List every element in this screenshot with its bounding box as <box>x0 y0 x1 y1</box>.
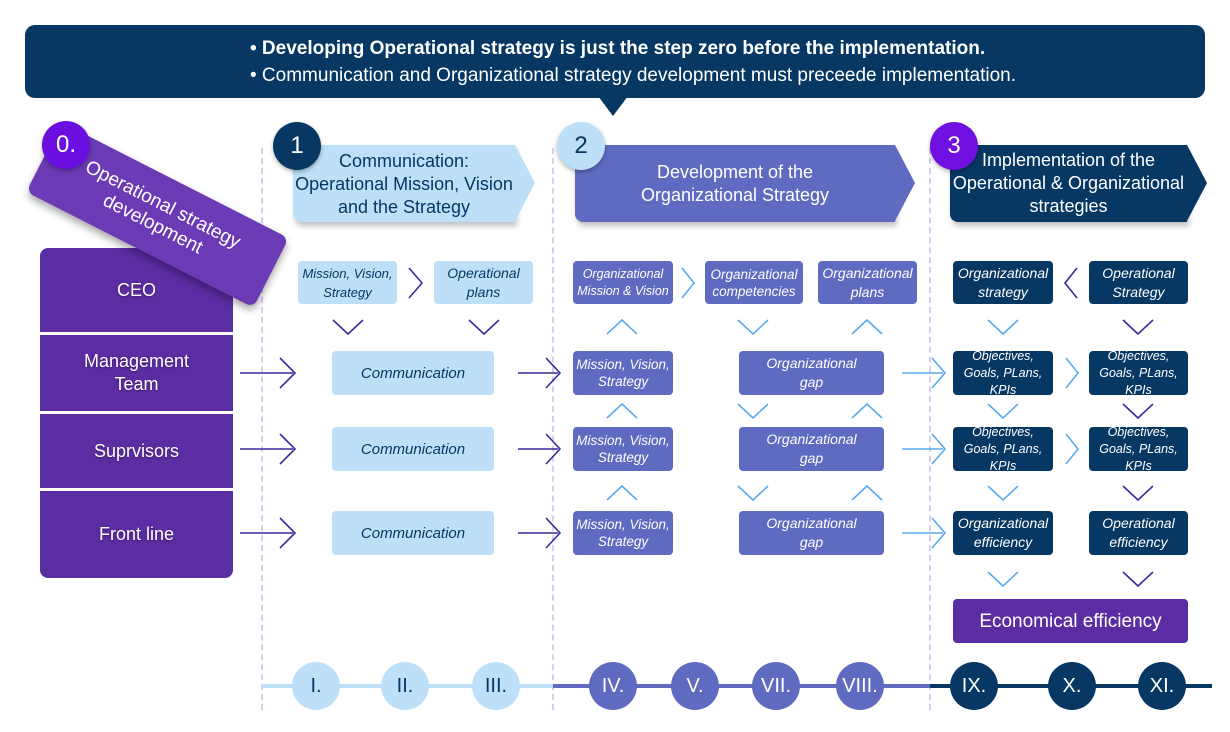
chevron-left-icon <box>1063 267 1078 299</box>
chevron-down-icon <box>332 319 364 336</box>
stage-3-header: Implementation of the Operational & Orga… <box>950 145 1207 222</box>
key-message-banner: • Developing Operational strategy is jus… <box>25 25 1205 98</box>
s2-mvs-management: Mission, Vision, Strategy <box>573 351 673 395</box>
timeline-step-2: II. <box>381 662 429 710</box>
timeline-step-5: V. <box>671 662 719 710</box>
s2-org-mission-vision: Organizational Mission & Vision <box>573 261 673 304</box>
stage-2-header: Development of the Organizational Strate… <box>575 145 915 222</box>
s2-org-competencies: Organizational competencies <box>705 261 803 304</box>
arrow-right-icon <box>518 357 562 389</box>
s2-gap-management: Organizational gap <box>739 351 884 395</box>
chevron-up-icon <box>851 484 883 501</box>
s2-gap-supervisors: Organizational gap <box>739 427 884 471</box>
chevron-up-icon <box>851 402 883 419</box>
s1-communication-front-line: Communication <box>332 511 494 555</box>
s3-op-objectives-management: Objectives, Goals, PLans, KPIs <box>1089 349 1188 397</box>
s3-op-efficiency: Operational efficiency <box>1089 511 1188 555</box>
stage-separator <box>261 148 263 710</box>
chevron-right-icon <box>681 267 696 299</box>
chevron-right-icon <box>1065 357 1080 389</box>
chevron-down-icon <box>737 319 769 336</box>
chevron-right-icon <box>408 267 424 299</box>
banner-pointer <box>598 96 628 116</box>
s3-op-objectives-supervisors: Objectives, Goals, PLans, KPIs <box>1089 425 1188 473</box>
chevron-down-icon <box>987 319 1019 336</box>
timeline-step-3: III. <box>472 662 520 710</box>
role-front-line: Front line <box>40 491 233 578</box>
timeline-step-9: IX. <box>950 662 998 710</box>
s2-gap-front-line: Organizational gap <box>739 511 884 555</box>
timeline-step-10: X. <box>1048 662 1096 710</box>
stage-1-badge: 1 <box>273 122 321 170</box>
arrow-right-icon <box>902 357 947 389</box>
arrow-right-icon <box>240 357 297 389</box>
stage-2-title: Development of the Organizational Strate… <box>640 161 830 205</box>
s1-communication-management: Communication <box>332 351 494 395</box>
role-supervisors: Suprvisors <box>40 414 233 488</box>
chevron-down-icon <box>737 403 769 420</box>
timeline-step-1: I. <box>292 662 340 710</box>
arrow-right-icon <box>902 433 947 465</box>
s1-operational-plans: Operational plans <box>434 261 533 304</box>
chevron-down-icon <box>987 571 1019 588</box>
chevron-right-icon <box>1065 433 1080 465</box>
arrow-right-icon <box>240 517 297 549</box>
s2-mvs-supervisors: Mission, Vision, Strategy <box>573 427 673 471</box>
s3-org-objectives-management: Objectives, Goals, PLans, KPIs <box>953 349 1053 397</box>
stage-1-title: Communication: Operational Mission, Visi… <box>295 151 513 217</box>
chevron-down-icon <box>1122 403 1154 420</box>
stage-0-badge: 0. <box>42 121 90 169</box>
role-management-team: Management Team <box>40 335 233 411</box>
chevron-up-icon <box>606 484 638 501</box>
s3-org-strategy: Organizational strategy <box>953 261 1053 304</box>
chevron-down-icon <box>1122 485 1154 502</box>
chevron-down-icon <box>737 485 769 502</box>
chevron-up-icon <box>606 402 638 419</box>
s3-economical-efficiency: Economical efficiency <box>953 599 1188 643</box>
stage-2-badge: 2 <box>557 122 605 170</box>
stage-3-title: Implementation of the Operational & Orga… <box>952 150 1185 216</box>
chevron-down-icon <box>987 403 1019 420</box>
stage-separator <box>552 148 554 710</box>
stage-1-header: Communication: Operational Mission, Visi… <box>293 145 535 222</box>
stage-3-badge: 3 <box>930 122 978 170</box>
s1-mission-vision-strategy: Mission, Vision, Strategy <box>298 261 397 304</box>
chevron-up-icon <box>851 318 883 335</box>
banner-line-2: • Communication and Organizational strat… <box>250 64 1017 86</box>
timeline-step-11: XI. <box>1138 662 1186 710</box>
s3-op-strategy: Operational Strategy <box>1089 261 1188 304</box>
s1-communication-supervisors: Communication <box>332 427 494 471</box>
stage-separator <box>929 148 931 710</box>
chevron-down-icon <box>1122 319 1154 336</box>
chevron-down-icon <box>1122 571 1154 588</box>
banner-line-1: • Developing Operational strategy is jus… <box>250 37 986 59</box>
chevron-down-icon <box>987 485 1019 502</box>
chevron-down-icon <box>468 319 500 336</box>
chevron-up-icon <box>606 318 638 335</box>
s2-mvs-front-line: Mission, Vision, Strategy <box>573 511 673 555</box>
s2-org-plans: Organizational plans <box>818 261 917 304</box>
arrow-right-icon <box>518 517 562 549</box>
s3-org-efficiency: Organizational efficiency <box>953 511 1053 555</box>
timeline-step-8: VIII. <box>836 662 884 710</box>
arrow-right-icon <box>902 517 947 549</box>
arrow-right-icon <box>240 433 297 465</box>
arrow-right-icon <box>518 433 562 465</box>
timeline-step-4: IV. <box>589 662 637 710</box>
s3-org-objectives-supervisors: Objectives, Goals, PLans, KPIs <box>953 425 1053 473</box>
timeline-step-7: VII. <box>752 662 800 710</box>
